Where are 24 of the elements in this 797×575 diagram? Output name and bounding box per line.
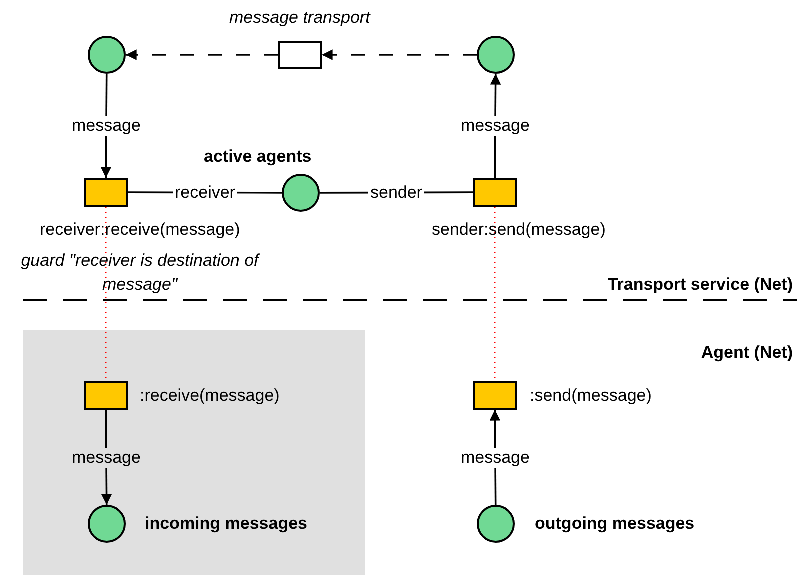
place-circle	[88, 36, 126, 74]
inscription-text: sender:send(message)	[432, 220, 606, 240]
annotation-text: message transport	[230, 8, 370, 28]
dotted-connector	[105, 207, 107, 381]
place-label: incoming messages	[145, 514, 308, 534]
place-label: active agents	[204, 147, 312, 167]
arrow	[490, 74, 502, 178]
guard-text: guard "receiver is destination of message"	[20, 250, 262, 296]
arrow	[100, 74, 112, 178]
dotted-connector	[494, 207, 496, 381]
dashed-arrow	[322, 50, 477, 60]
section-label: Transport service (Net)	[608, 275, 793, 295]
arrow	[101, 410, 112, 505]
line	[128, 192, 282, 194]
place-circle	[477, 36, 515, 74]
shaded-area	[23, 330, 365, 575]
inscription-text: receiver:receive(message)	[40, 220, 240, 240]
section-label: Agent (Net)	[701, 343, 793, 363]
arrow	[490, 410, 501, 505]
inscription-text: :receive(message)	[140, 386, 280, 406]
inscription-text: :send(message)	[530, 386, 652, 406]
line	[320, 192, 473, 194]
place-label: outgoing messages	[535, 514, 695, 534]
dashed-arrow	[126, 50, 278, 60]
